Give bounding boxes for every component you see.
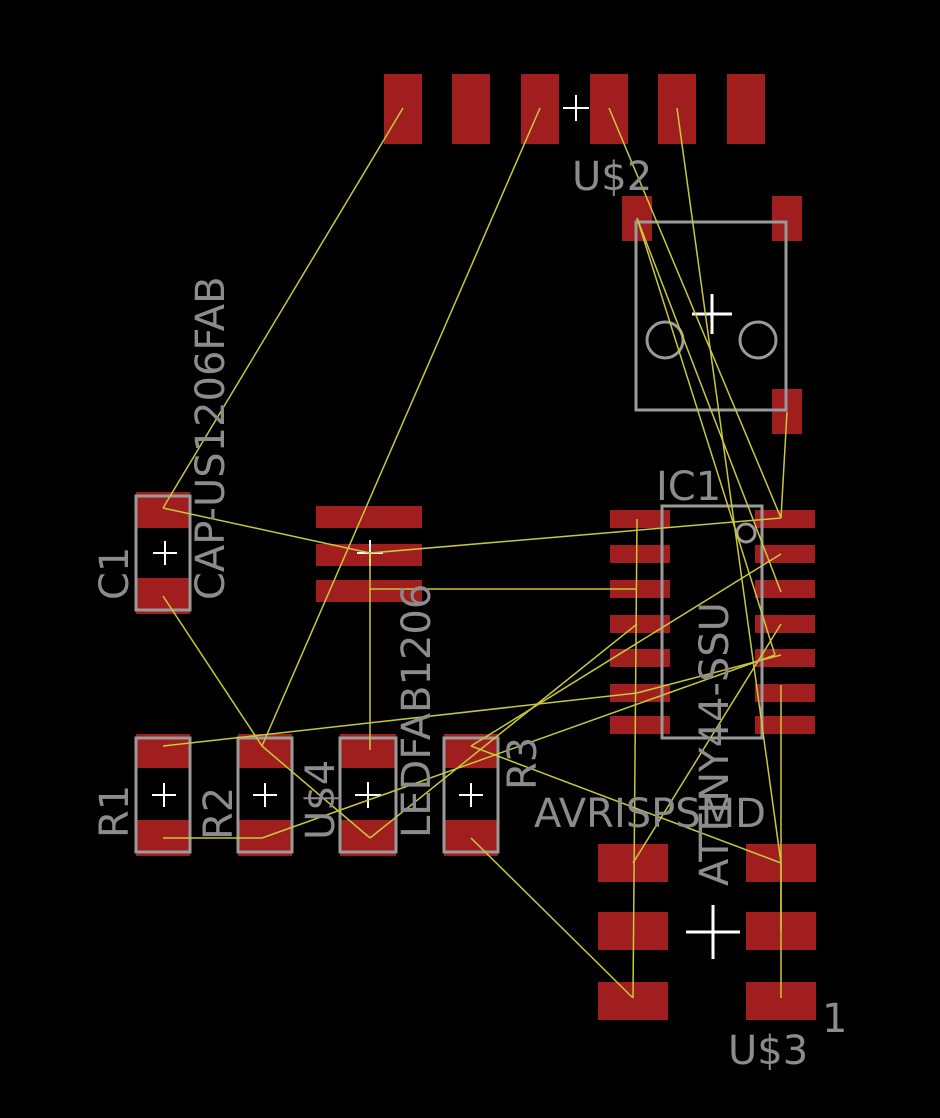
r2-name-label: R2 (196, 787, 242, 840)
ic1-value-label: ATTINY44-SSU (692, 602, 738, 886)
c1-value-label: CAP-US1206FAB (188, 276, 234, 600)
airwire (470, 837, 634, 999)
c1-name-label: C1 (92, 547, 138, 600)
switch-hole (738, 320, 778, 360)
airwire (162, 692, 638, 747)
airwire (162, 595, 263, 747)
r3-pads (444, 734, 498, 856)
pad[interactable] (755, 545, 815, 563)
ic1-left-pads (610, 510, 670, 734)
origin-cross (686, 905, 740, 959)
pad[interactable] (316, 506, 422, 528)
pad[interactable] (340, 734, 396, 768)
r1-name-label: R1 (92, 785, 138, 838)
avrisp-value-label: AVRISPSMD (534, 791, 766, 837)
u4-value-label: LEDFAB1206 (394, 584, 440, 838)
ic1-outline (660, 504, 764, 740)
u4-outline (338, 736, 398, 854)
pad[interactable] (755, 649, 815, 667)
airwire (636, 217, 776, 656)
pad[interactable] (610, 510, 670, 528)
u3-pin1-label: 1 (822, 996, 847, 1042)
pad[interactable] (755, 684, 815, 702)
ic1-right-pads (755, 510, 815, 734)
pad[interactable] (610, 649, 670, 667)
airwire (261, 745, 371, 839)
labels-layer: U$2 IC1 ATTINY44-SSU C1 CAP-US1206FAB LE… (92, 154, 847, 1074)
pad[interactable] (444, 734, 498, 768)
u3-name-label: U$3 (728, 1028, 808, 1074)
c1-pads (136, 492, 190, 614)
u4-pads (340, 734, 396, 856)
pad[interactable] (610, 545, 670, 563)
pad[interactable] (340, 820, 396, 856)
ic1-name-label: IC1 (656, 464, 721, 510)
airwire (470, 553, 782, 747)
origin-cross (355, 782, 381, 808)
airwire (636, 654, 782, 694)
r3-name-label: R3 (500, 737, 546, 790)
pad[interactable] (610, 615, 670, 633)
airwire (608, 107, 782, 519)
airwire (369, 517, 782, 554)
silkscreen-layer (134, 220, 788, 854)
airwire (470, 745, 782, 864)
origin-crosses (152, 95, 740, 959)
origin-cross (152, 783, 176, 807)
pad[interactable] (610, 716, 670, 734)
airwire (632, 518, 638, 999)
origin-cross (692, 294, 732, 334)
airwire (162, 507, 371, 554)
u4-name-label: U$4 (298, 760, 344, 840)
pad[interactable] (610, 580, 670, 598)
r3-outline (442, 736, 500, 854)
switch-hole (645, 320, 685, 360)
airwire (780, 411, 788, 519)
origin-cross (153, 541, 177, 565)
origin-cross (459, 783, 483, 807)
pad[interactable] (755, 615, 815, 633)
c1-outline (134, 494, 192, 612)
airwire (261, 107, 541, 747)
pad[interactable] (136, 492, 190, 528)
origin-cross (563, 95, 589, 121)
airwire (636, 217, 782, 593)
pad[interactable] (136, 734, 190, 768)
airwires-layer (162, 107, 788, 999)
u2-name-label: U$2 (572, 154, 652, 200)
pad[interactable] (755, 510, 815, 528)
airwire (261, 654, 776, 839)
r1-outline (134, 736, 192, 854)
airwire (162, 107, 404, 509)
airwire (632, 623, 782, 864)
pad[interactable] (316, 580, 422, 602)
pad[interactable] (452, 74, 490, 144)
airwire (676, 107, 782, 864)
pad[interactable] (755, 580, 815, 598)
pad[interactable] (727, 74, 765, 144)
origin-cross (253, 783, 277, 807)
airwire (369, 623, 638, 839)
pad[interactable] (755, 716, 815, 734)
